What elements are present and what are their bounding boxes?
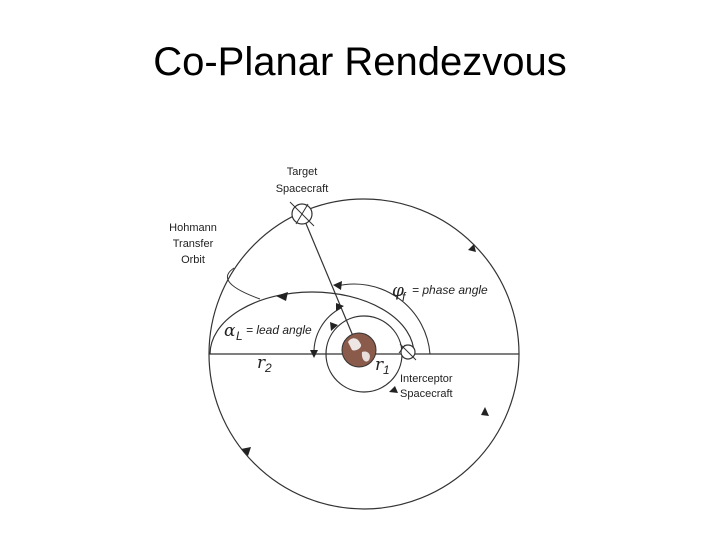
phase-angle-arc bbox=[336, 283, 431, 355]
hohmann-label-line1: Hohmann bbox=[169, 222, 217, 234]
interceptor-orbit-arrow bbox=[330, 322, 338, 331]
target-label-line1: Target bbox=[287, 166, 318, 178]
interceptor-spacecraft-icon bbox=[398, 343, 417, 361]
hohmann-label-line2: Transfer bbox=[173, 238, 214, 250]
phase-arc-arrow bbox=[333, 281, 342, 290]
phase-angle-text: = phase angle bbox=[412, 283, 488, 297]
lead-angle-symbol: α bbox=[224, 321, 236, 341]
target-label-line2: Spacecraft bbox=[276, 183, 329, 195]
phase-angle-symbol: φ bbox=[392, 281, 404, 301]
r2-subscript: 2 bbox=[264, 361, 272, 375]
hohmann-label-line3: Orbit bbox=[181, 254, 205, 266]
lead-angle-subscript: L bbox=[236, 329, 243, 343]
hohmann-pointer bbox=[226, 267, 261, 300]
interceptor-label-line2: Spacecraft bbox=[400, 388, 453, 400]
lead-arc-arrow bbox=[310, 350, 318, 358]
slide-title: Co-Planar Rendezvous bbox=[153, 40, 567, 84]
interceptor-label-line1: Interceptor bbox=[400, 373, 453, 385]
phase-angle-subscript: f bbox=[402, 290, 407, 304]
lead-angle-arc bbox=[313, 307, 342, 355]
r1-symbol: r bbox=[375, 355, 384, 375]
earth-icon bbox=[341, 332, 377, 368]
hohmann-arrow bbox=[276, 292, 288, 301]
target-orbit-arrow bbox=[241, 447, 251, 456]
lead-arc-arrow bbox=[336, 303, 344, 311]
target-orbit-arrow bbox=[481, 407, 489, 416]
target-orbit-arrow bbox=[468, 244, 476, 252]
target-spacecraft-icon bbox=[289, 201, 315, 227]
r1-subscript: 1 bbox=[383, 363, 390, 377]
target-radius-line bbox=[301, 213, 359, 349]
r2-symbol: r bbox=[257, 353, 266, 373]
interceptor-orbit-arrow bbox=[389, 386, 398, 393]
lead-angle-text: = lead angle bbox=[246, 323, 312, 337]
hohmann-transfer-orbit bbox=[209, 291, 415, 355]
